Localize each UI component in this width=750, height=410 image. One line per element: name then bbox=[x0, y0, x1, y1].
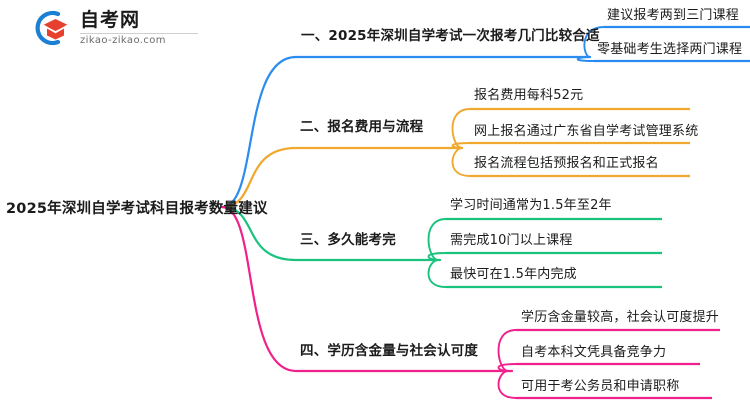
branch-2-label[interactable]: 二、报名费用与流程 bbox=[300, 119, 424, 135]
logo-domain: zikao-zikao.com bbox=[80, 34, 166, 46]
branch-1-child-1-label[interactable]: 建议报考两到三门课程 bbox=[607, 8, 740, 23]
branch-4-child-1-label[interactable]: 学历含金量较高，社会认可度提升 bbox=[521, 310, 720, 325]
branch-3-child-1-label[interactable]: 学习时间通常为1.5年至2年 bbox=[450, 198, 612, 213]
branch-4-child-3-label[interactable]: 可用于考公务员和申请职称 bbox=[521, 379, 680, 394]
site-logo: 自考网 zikao-zikao.com bbox=[30, 8, 198, 48]
mindmap-root-label[interactable]: 2025年深圳自学考试科目报考数量建议 bbox=[6, 201, 268, 217]
branch-1-child-2-label[interactable]: 零基础考生选择两门课程 bbox=[597, 42, 743, 57]
logo-title: 自考网 bbox=[80, 8, 141, 31]
branch-4-child-2-label[interactable]: 自考本科文凭具备竞争力 bbox=[521, 345, 667, 360]
branch-3-child-2-label[interactable]: 需完成10门以上课程 bbox=[450, 233, 573, 248]
branch-2-child-2-label[interactable]: 网上报名通过广东省自学考试管理系统 bbox=[474, 124, 699, 139]
branch-3-label[interactable]: 三、多久能考完 bbox=[300, 232, 396, 248]
logo-divider bbox=[80, 32, 198, 34]
branch-2-child-1-label[interactable]: 报名费用每科52元 bbox=[474, 88, 584, 103]
branch-3-child-3-label[interactable]: 最快可在1.5年内完成 bbox=[450, 267, 577, 282]
branch-4-label[interactable]: 四、学历含金量与社会认可度 bbox=[300, 343, 479, 359]
branch-1-label[interactable]: 一、2025年深圳自学考试一次报考几门比较合适 bbox=[301, 28, 600, 44]
branch-2-child-3-label[interactable]: 报名流程包括预报名和正式报名 bbox=[474, 156, 659, 171]
graduation-cap-logo-icon bbox=[30, 8, 72, 48]
